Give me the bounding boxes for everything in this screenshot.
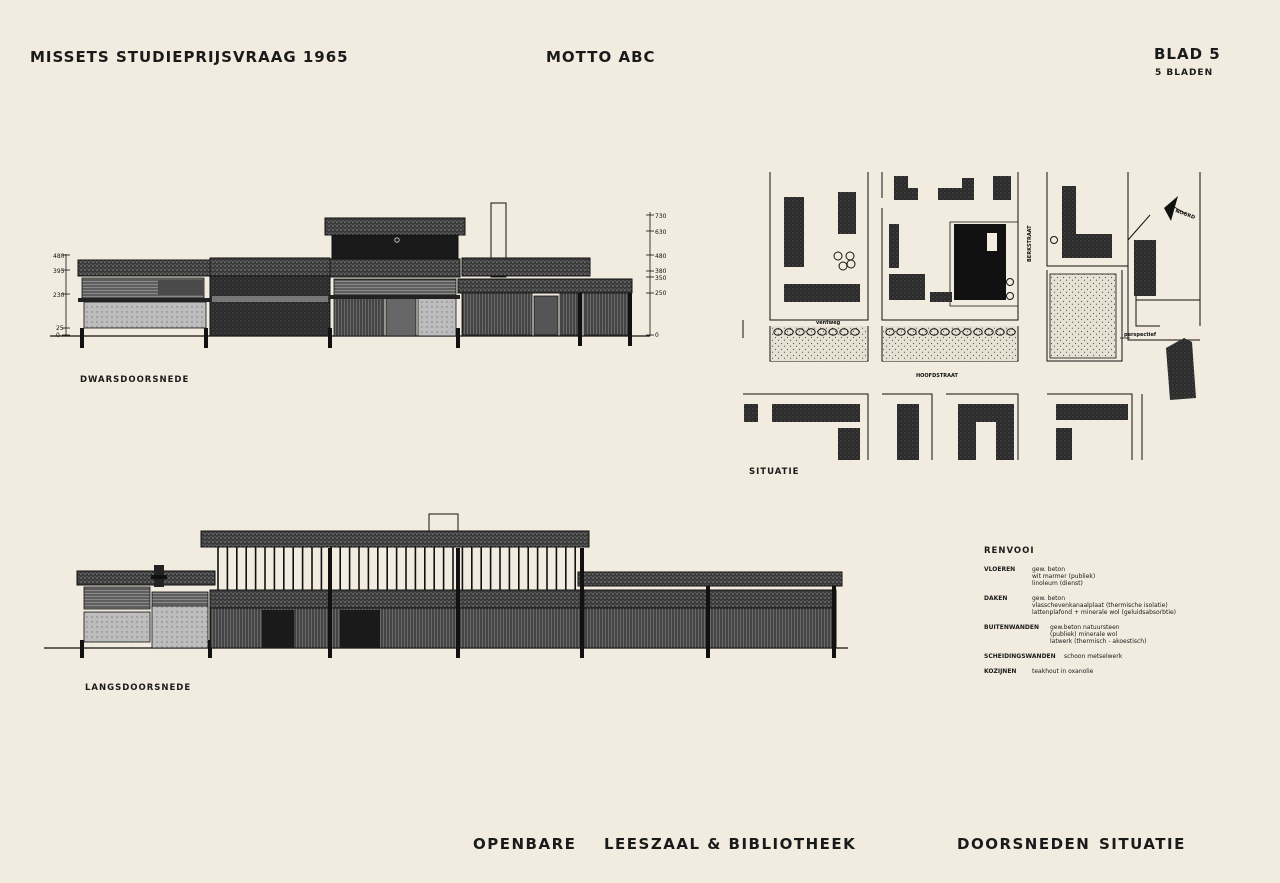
parking-tree xyxy=(828,328,838,336)
dim-left-0: 0 xyxy=(56,332,60,339)
street-label-berkstraat: BERKSTRAAT xyxy=(1027,225,1033,262)
legend-line: linoleum (dienst) xyxy=(1032,580,1083,587)
dim-right-380: 380 xyxy=(655,268,667,275)
parking-tree xyxy=(795,328,805,336)
parking-tree xyxy=(885,328,895,336)
legend-line: latwerk (thermisch - akoestisch) xyxy=(1050,638,1147,645)
legend-label: VLOEREN xyxy=(984,566,1016,573)
parking-tree xyxy=(929,328,939,336)
sheet-number: BLAD 5 xyxy=(1154,45,1221,63)
dim-left-230: 230 xyxy=(53,292,65,299)
dim-left-480: 480 xyxy=(53,253,65,260)
parking-tree xyxy=(962,328,972,336)
site-plan-caption: SITUATIE xyxy=(749,467,800,477)
footer-subject-site: SITUATIE xyxy=(1099,835,1186,853)
sheet-count: 5 BLADEN xyxy=(1155,68,1214,78)
parking-tree xyxy=(995,328,1005,336)
long-section-caption: LANGSDOORSNEDE xyxy=(85,683,192,693)
footer-title-left: OPENBARE xyxy=(473,835,577,853)
cross-section-right-dimensions: 730 630 480 380 350 250 0 xyxy=(655,213,667,339)
legend-label: DAKEN xyxy=(984,595,1008,602)
street-label-hoofdstraat: HOOFDSTRAAT xyxy=(916,373,958,379)
street-label-ventweg: ventweg xyxy=(816,320,841,326)
parking-tree xyxy=(984,328,994,336)
parking-tree xyxy=(896,328,906,336)
legend-label: KOZIJNEN xyxy=(984,668,1017,675)
cross-section-drawing xyxy=(50,202,654,348)
dim-right-480: 480 xyxy=(655,253,667,260)
dim-left-25: 25 xyxy=(56,325,64,332)
legend-label: SCHEIDINGSWANDEN xyxy=(984,653,1056,660)
legend-line: lattenplafond + minerale wol (geluidsabs… xyxy=(1032,609,1177,616)
parking-tree xyxy=(918,328,928,336)
legend-line: teakhout in oxanolie xyxy=(1032,668,1094,675)
legend-line: (publiek) minerale wol xyxy=(1050,631,1118,638)
north-label: NOORD xyxy=(1174,208,1195,221)
legend-line: gew. beton xyxy=(1032,566,1065,573)
north-arrow xyxy=(1164,196,1187,221)
parking-tree xyxy=(907,328,917,336)
dim-right-730: 730 xyxy=(655,213,667,220)
legend-line: gew.beton natuursteen xyxy=(1050,624,1120,631)
legend-group-partition-walls: SCHEIDINGSWANDEN schoon metselwerk xyxy=(984,653,1224,660)
cross-section-left-dimensions: 480 395 230 25 0 xyxy=(53,253,65,339)
legend: RENVOOI VLOEREN gew. beton wit marmer (p… xyxy=(984,546,1224,683)
dim-right-630: 630 xyxy=(655,229,667,236)
legend-title: RENVOOI xyxy=(984,546,1035,556)
parking-tree xyxy=(1006,328,1016,336)
legend-group-floors: VLOEREN gew. beton wit marmer (publiek) … xyxy=(984,566,1224,587)
footer-title-main: LEESZAAL & BIBLIOTHEEK xyxy=(604,835,857,853)
perspective-label: perspectief xyxy=(1124,332,1157,338)
dim-right-350: 350 xyxy=(655,275,667,282)
legend-line: schoon metselwerk xyxy=(1064,653,1123,660)
legend-line: gew. beton xyxy=(1032,595,1065,602)
dim-right-250: 250 xyxy=(655,290,667,297)
site-plan-buildings xyxy=(744,176,1196,460)
parking-tree xyxy=(817,328,827,336)
dim-left-395: 395 xyxy=(53,268,65,275)
parking-tree xyxy=(940,328,950,336)
cross-section-caption: DWARSDOORSNEDE xyxy=(80,375,190,385)
legend-label: BUITENWANDEN xyxy=(984,624,1040,631)
legend-line: wit marmer (publiek) xyxy=(1032,573,1096,580)
legend-group-frames: KOZIJNEN teakhout in oxanolie xyxy=(984,668,1224,675)
parking-tree xyxy=(784,328,794,336)
dim-right-0: 0 xyxy=(655,332,659,339)
parking-tree xyxy=(773,328,783,336)
parking-tree xyxy=(839,328,849,336)
legend-group-exterior-walls: BUITENWANDEN gew.beton natuursteen (publ… xyxy=(984,624,1224,645)
competition-title: MISSETS STUDIEPRIJSVRAAG 1965 xyxy=(30,48,349,66)
motto: MOTTO ABC xyxy=(546,48,656,66)
parking-tree xyxy=(806,328,816,336)
site-plan-trees xyxy=(773,236,1058,336)
parking-tree xyxy=(973,328,983,336)
footer-subject-sections: DOORSNEDEN xyxy=(957,835,1091,853)
legend-line: vlasschevenkanaalplaat (thermische isola… xyxy=(1032,602,1168,609)
long-section-drawing xyxy=(44,513,848,658)
parking-tree xyxy=(850,328,860,336)
parking-tree xyxy=(951,328,961,336)
legend-group-roofs: DAKEN gew. beton vlasschevenkanaalplaat … xyxy=(984,595,1224,616)
